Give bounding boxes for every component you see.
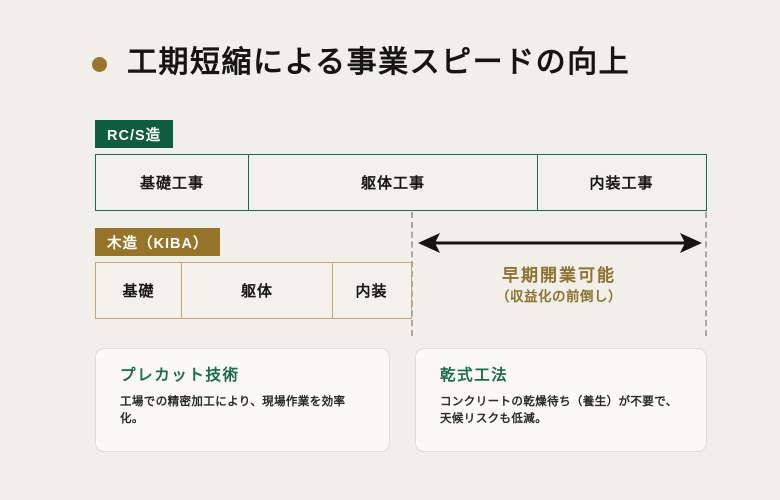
feature-card-dry-method[interactable]: 乾式工法 コンクリートの乾燥待ち（養生）が不要で、 天候リスクも低減。 [415, 348, 707, 452]
timeline-segment-rc-interior: 内装工事 [589, 175, 654, 192]
feature-card-precut-body-line-1: 工場での精密加工により、現場作業を効率化。 [120, 395, 346, 426]
feature-card-dry-method-body-line-1: コンクリートの乾燥待ち（養生）が不要で、 [440, 395, 678, 408]
timeline-bar-rc: 基礎工事 躯体工事 内装工事 [95, 154, 707, 211]
timeline-tab-rc-label: RC/S造 [107, 127, 162, 144]
timeline-tab-wood-label: 木造（KIBA） [107, 235, 209, 252]
timeline-segment-wood-interior: 内装 [355, 283, 388, 300]
bullet-icon [92, 57, 107, 72]
guide-line-right [705, 212, 707, 336]
timeline-tab-wood: 木造（KIBA） [95, 228, 221, 256]
timeline-tab-rc: RC/S造 [95, 120, 174, 148]
feature-card-dry-method-body-line-2: 天候リスクも低減。 [440, 413, 548, 426]
feature-card-precut-title: プレカット技術 [120, 367, 240, 384]
time-saving-headline: 早期開業可能 [502, 266, 616, 285]
timeline-segment-rc-frame: 躯体工事 [249, 155, 538, 210]
timeline-bar-wood: 基礎 躯体 内装 [95, 262, 412, 319]
time-saving-arrow [418, 232, 702, 254]
timeline-segment-wood-frame: 躯体 [182, 263, 333, 318]
feature-card-dry-method-title: 乾式工法 [440, 367, 509, 384]
timeline-segment-wood-foundation: 基礎 [96, 263, 182, 318]
guide-line-left [411, 212, 413, 336]
feature-card-precut[interactable]: プレカット技術 工場での精密加工により、現場作業を効率化。 [95, 348, 390, 452]
time-saving-label: 早期開業可能 （収益化の前倒し） [412, 265, 706, 307]
page-title-text: 工期短縮による事業スピードの向上 [127, 46, 631, 79]
double-arrow-icon [418, 233, 702, 253]
page-title: 工期短縮による事業スピードの向上 [92, 48, 630, 78]
time-saving-subline: （収益化の前倒し） [496, 288, 622, 304]
timeline-segment-rc-foundation: 基礎工事 [96, 155, 249, 210]
